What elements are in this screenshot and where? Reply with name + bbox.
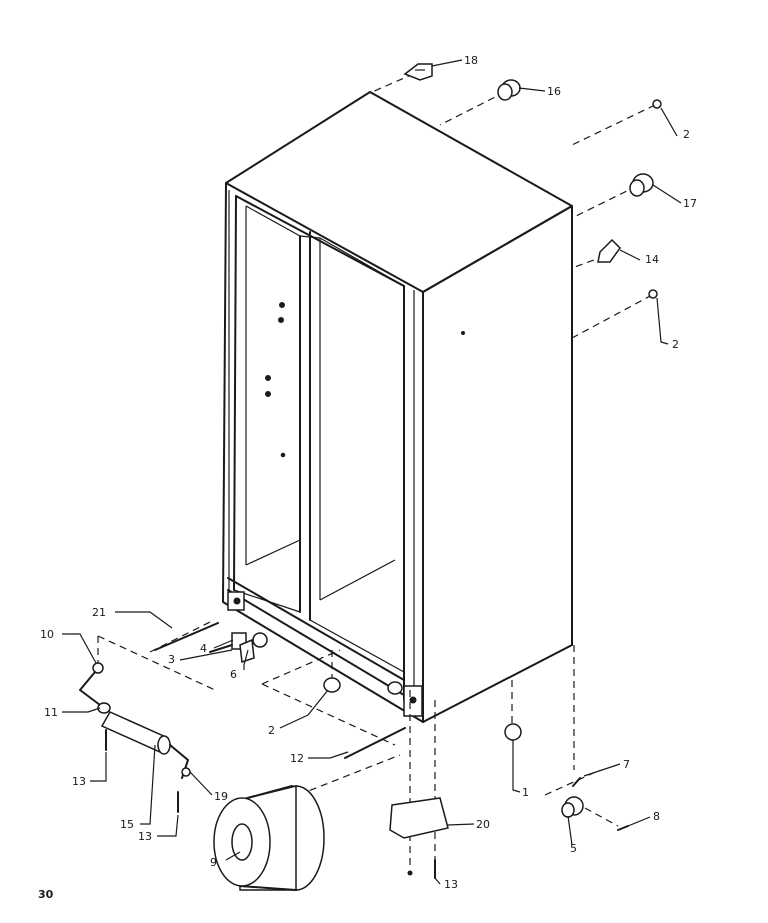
part-16-roller-cap <box>497 79 521 101</box>
callout-18: 18 <box>464 54 478 67</box>
part-6-hinge-plate <box>239 638 255 664</box>
callout-20: 20 <box>476 818 490 831</box>
assembly-lines <box>97 68 656 870</box>
part-19-fitting <box>181 767 191 777</box>
callout-19: 19 <box>214 790 228 803</box>
callout-4: 4 <box>200 642 207 655</box>
callout-13-bottom: 13 <box>444 878 458 891</box>
refrigerator-cabinet <box>222 91 573 723</box>
callout-11: 11 <box>44 706 58 719</box>
part-13-screws-left <box>105 729 179 813</box>
part-21-rod <box>154 622 219 651</box>
part-14-bracket <box>597 238 621 263</box>
callout-17: 17 <box>683 197 697 210</box>
callout-9: 9 <box>210 856 217 869</box>
part-8-screw <box>617 825 629 831</box>
part-7-screw <box>572 777 581 787</box>
part-3-screw <box>209 644 233 653</box>
callout-12: 12 <box>290 752 304 765</box>
callout-2-top: 2 <box>683 128 690 141</box>
callout-16: 16 <box>547 85 561 98</box>
part-13-screw-bottom <box>407 859 436 879</box>
part-5-roller <box>561 796 584 818</box>
part-17-roller-cap <box>629 173 654 197</box>
part-2-screw-top <box>652 99 662 109</box>
part-18-water-valve-fitting <box>403 63 433 81</box>
callout-3: 3 <box>168 653 175 666</box>
callout-10: 10 <box>40 628 54 641</box>
callout-7: 7 <box>623 758 630 771</box>
leader-lines <box>62 59 682 885</box>
callout-6: 6 <box>230 668 237 681</box>
part-1-leveler <box>504 723 522 741</box>
callout-2-side: 2 <box>672 338 679 351</box>
callout-2-bottom: 2 <box>268 724 275 737</box>
callout-labels: 18 16 2 17 14 2 21 10 4 3 6 11 2 12 1 7 … <box>40 54 697 891</box>
callout-8: 8 <box>653 810 660 823</box>
part-10-water-tube <box>79 662 104 706</box>
callout-13-mid: 13 <box>138 830 152 843</box>
part-11-fitting <box>97 702 111 714</box>
callout-13-left: 13 <box>72 775 86 788</box>
part-15-water-filter <box>100 711 189 779</box>
callout-1: 1 <box>522 786 529 799</box>
part-2-screw-side <box>648 289 658 299</box>
callout-15: 15 <box>120 818 134 831</box>
part-9-filter-cartridge <box>213 785 325 891</box>
part-20-bracket <box>389 797 449 839</box>
page-number: 30 <box>38 888 54 901</box>
callout-5: 5 <box>570 842 577 855</box>
callout-14: 14 <box>645 253 659 266</box>
part-12-rod <box>344 727 406 759</box>
callout-21: 21 <box>92 606 106 619</box>
part-leveler-left <box>252 632 403 695</box>
